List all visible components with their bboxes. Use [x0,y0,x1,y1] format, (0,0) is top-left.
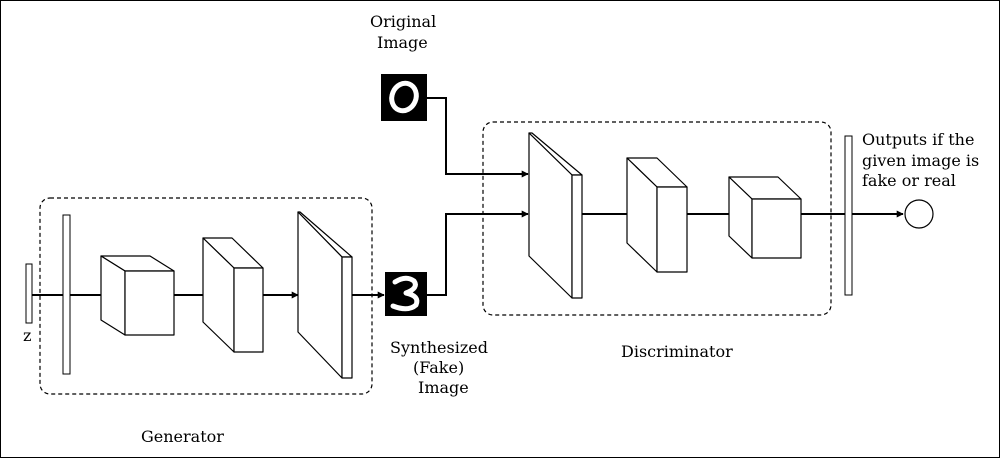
original-image-label-line-1: Original [370,12,436,31]
output-description-line-2: given image is [862,151,979,170]
discriminator-boundary [482,121,832,316]
synthesized-image [385,272,427,316]
discriminator-output-layer [844,135,853,296]
discriminator-group: Discriminator [482,121,845,361]
synthesized-image-label: Synthesized (Fake) Image [390,338,488,397]
original-image-label-line-2: Image [377,33,428,52]
output-description-line-1: Outputs if the [862,130,974,149]
discriminator-label: Discriminator [621,342,733,361]
generator-label: Generator [141,427,224,446]
generator-dense-layer [62,214,71,375]
output-description-line-3: fake or real [862,171,956,190]
discriminator-block-2 [626,157,688,273]
fake-to-discriminator-arrow [427,210,529,296]
discriminator-block-3 [728,176,802,259]
synthesized-image-label-line-3: Image [418,378,469,397]
synthesized-image-label-line-2: (Fake) [413,358,464,377]
generator-block-3 [297,211,353,379]
noise-label: z [23,326,31,345]
original-image [381,74,427,121]
original-image-label: Original Image [370,12,436,52]
generator-block-2 [202,237,264,353]
digit-three-glyph [390,275,420,312]
discriminator-block-1 [528,132,583,299]
output-description: Outputs if the given image is fake or re… [862,130,979,190]
digit-zero-glyph [389,80,419,114]
generator-group: z Generator [23,197,385,446]
synthesized-image-label-line-1: Synthesized [390,338,488,357]
output-node [904,199,934,229]
original-to-discriminator-arrow [427,97,529,178]
generator-block-1 [100,255,175,336]
noise-vector [25,263,33,324]
